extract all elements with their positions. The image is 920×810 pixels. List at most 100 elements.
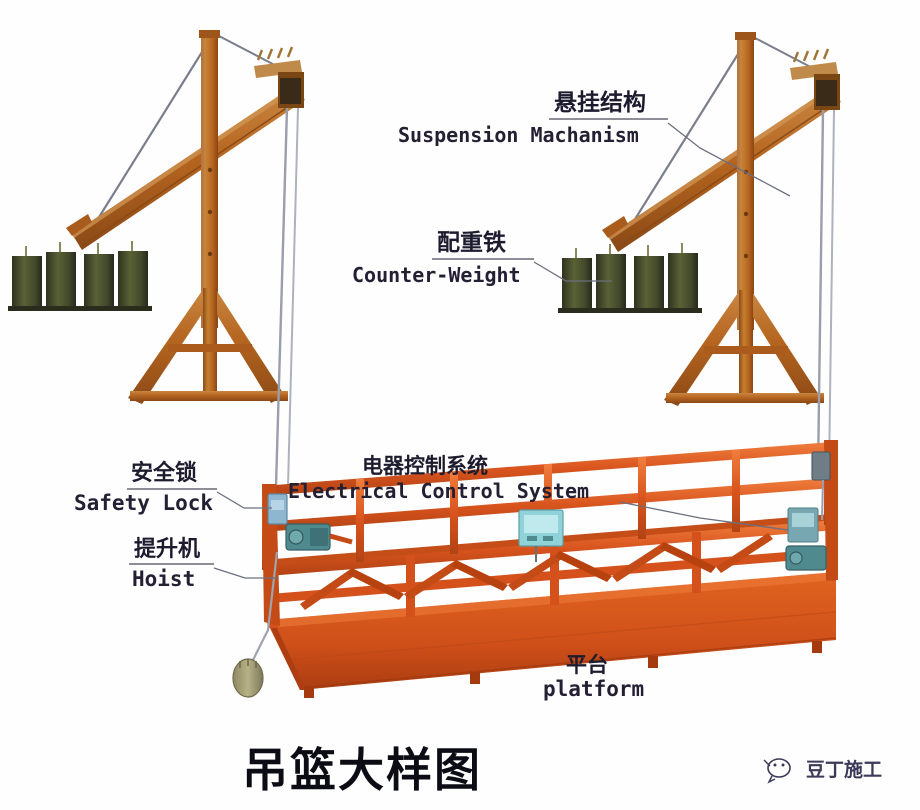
davit-right-mast-cap: [735, 32, 756, 40]
davit-right-base-brace: [704, 346, 788, 354]
leader-line-safety-lock: [216, 491, 272, 509]
davit-left-boom-edge: [79, 98, 301, 248]
platform-diagonal-braces: [300, 533, 773, 610]
label-safety-lock-en: Safety Lock: [74, 491, 213, 515]
page-title: 吊篮大样图: [242, 743, 482, 797]
platform-brace: [659, 542, 716, 573]
davit-left-boom-highlight: [72, 85, 297, 238]
label-electrical-control-system-cn: 电器控制系统: [362, 454, 488, 478]
davit-right-stay-cable-outer: [631, 37, 749, 225]
platform-front-left-beam: [266, 618, 306, 690]
davit-left-head-block: [278, 72, 304, 108]
label-counter-weight: 配重铁 Counter-Weight: [352, 230, 612, 287]
platform-post: [544, 464, 552, 547]
work-platform-cradle: [262, 440, 838, 698]
suspension-rope-left-work: [274, 107, 289, 487]
davit-left-base-brace: [168, 344, 252, 352]
label-safety-lock-cn: 安全锁: [131, 460, 197, 486]
wechat-logo-icon: [763, 758, 791, 784]
label-counter-weight-en: Counter-Weight: [352, 263, 521, 287]
counterweight-block: [596, 254, 626, 310]
label-electrical-control-system-en: Electrical Control System: [288, 479, 589, 503]
leader-line-suspension: [667, 122, 791, 197]
counterweight-block: [668, 253, 698, 310]
davit-left-boom-end-bracket: [66, 214, 92, 236]
platform-brace: [555, 551, 612, 582]
label-suspension: 悬挂结构 Suspension Machanism: [398, 89, 791, 197]
platform-brace: [347, 568, 404, 600]
davit-left-mast-hole-2: [207, 209, 213, 215]
davit-left-stay-cable-outer: [95, 35, 213, 223]
platform-brace: [508, 551, 565, 591]
platform-brace: [716, 533, 773, 573]
platform-floor-line: [285, 611, 837, 661]
label-suspension-cn: 悬挂结构: [554, 89, 646, 116]
platform-post: [732, 450, 740, 532]
counterweight-base-plate: [8, 306, 152, 311]
platform-brace: [451, 560, 508, 591]
platform-post: [406, 555, 415, 617]
counterweight-block: [634, 256, 664, 310]
rope-tail-right: [821, 479, 824, 521]
davit-left-mast-hole-3: [207, 251, 213, 257]
watermark: 豆丁施工: [763, 758, 882, 784]
leader-line-electrical-control-system: [619, 501, 789, 531]
safety-lock-unit: [267, 493, 288, 525]
davit-right-base-center-post: [739, 290, 753, 400]
platform-floor: [266, 572, 836, 690]
label-safety-lock: 安全锁 Safety Lock: [74, 460, 272, 515]
davit-right-boom-highlight: [608, 87, 833, 240]
label-counter-weight-cn: 配重铁: [437, 230, 506, 256]
electrical-control-box: [518, 509, 564, 562]
hoist-unit: [285, 523, 353, 551]
suspension-rope-right-safety: [828, 109, 835, 473]
label-platform-en: platform: [543, 677, 644, 701]
platform-post: [356, 479, 364, 562]
davit-right-mast-hole-3: [743, 253, 749, 259]
davit-left-base-center-post: [203, 288, 217, 398]
platform-brace: [612, 542, 669, 582]
platform-brace: [404, 560, 461, 600]
platform-support-foot: [470, 672, 480, 684]
davit-left-mast-highlight: [201, 33, 206, 328]
davit-right-base-rail: [666, 393, 824, 403]
davit-right-mast-highlight: [737, 35, 742, 330]
counterweight-block: [562, 258, 592, 310]
label-platform-cn: 平台: [566, 653, 608, 677]
hoist-unit-right: [785, 545, 827, 571]
suspension-rope-right-work: [816, 109, 825, 473]
label-hoist: 提升机 Hoist: [129, 536, 278, 591]
platform-brace: [300, 568, 357, 610]
counterweight-stack-left: [8, 241, 152, 311]
platform-post: [638, 457, 646, 539]
safety-lock-unit-right: [811, 451, 831, 481]
platform-post: [550, 543, 559, 605]
label-hoist-cn: 提升机: [134, 536, 200, 562]
watermark-text: 豆丁施工: [806, 758, 882, 781]
counterweight-block: [84, 254, 114, 308]
davit-right-boom-edge: [615, 100, 837, 250]
label-platform: 平台 platform: [543, 653, 644, 701]
davit-left-base-rail: [130, 391, 288, 401]
platform-post: [450, 471, 458, 554]
platform-support-foot: [812, 641, 822, 653]
leader-line-counter-weight: [533, 261, 612, 282]
davit-right-boom-end-bracket: [602, 216, 628, 238]
davit-right-boom: [608, 87, 841, 252]
counterweight-block: [118, 251, 148, 308]
leader-line-hoist: [213, 567, 278, 579]
suspension-rope-left-safety: [287, 107, 299, 487]
suspension-mechanism-left: [8, 30, 305, 487]
counterweight-base-plate: [558, 308, 702, 313]
davit-right-head-block: [814, 74, 840, 110]
platform-floor-line: [299, 637, 837, 689]
platform-support-foot: [648, 656, 658, 668]
davit-left-boom: [72, 85, 305, 250]
davit-left-mast-hole-1: [207, 167, 213, 173]
label-suspension-en: Suspension Machanism: [398, 123, 639, 147]
davit-left-mast-cap: [199, 30, 220, 38]
counterweight-stack-right: [558, 243, 702, 313]
platform-support-foot: [304, 686, 314, 698]
